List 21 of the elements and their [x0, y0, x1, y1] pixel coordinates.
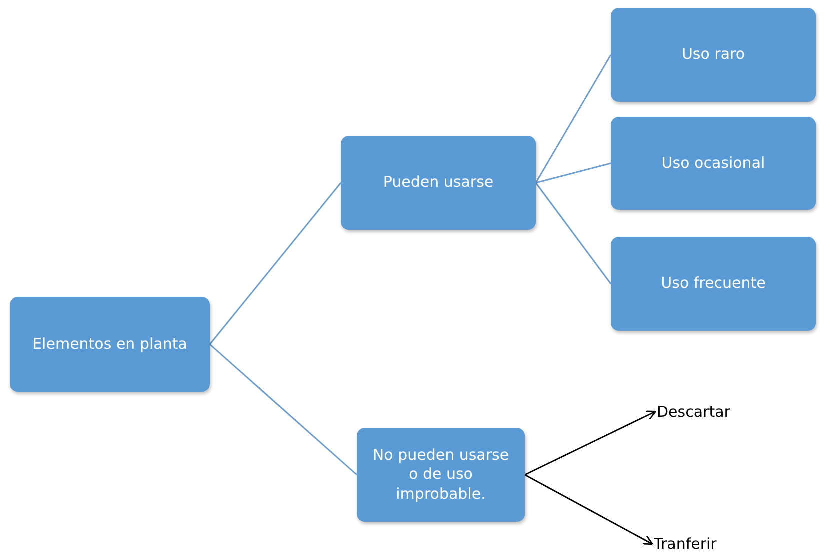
node-text: Elementos en planta	[32, 334, 188, 354]
arrow	[524, 474, 654, 546]
process-box	[611, 117, 816, 210]
node-text: Uso frecuente	[661, 274, 766, 294]
process-box	[611, 237, 816, 331]
node-text: No pueden usarse o de uso improbable.	[372, 446, 510, 504]
node-text: Tranferir	[654, 535, 717, 553]
connector-line	[535, 54, 612, 184]
node-text: Uso raro	[682, 45, 746, 65]
node-text: Descartar	[657, 403, 730, 421]
process-box	[357, 428, 525, 522]
connector-line	[535, 182, 612, 284]
connector-line	[210, 344, 358, 476]
process-box	[10, 297, 210, 392]
arrow	[524, 410, 656, 476]
process-box	[341, 136, 536, 230]
node-text: Pueden usarse	[383, 173, 494, 193]
connector-line	[536, 162, 612, 184]
process-box	[611, 8, 816, 102]
connector-line	[209, 182, 342, 345]
node-text: Uso ocasional	[662, 154, 766, 174]
